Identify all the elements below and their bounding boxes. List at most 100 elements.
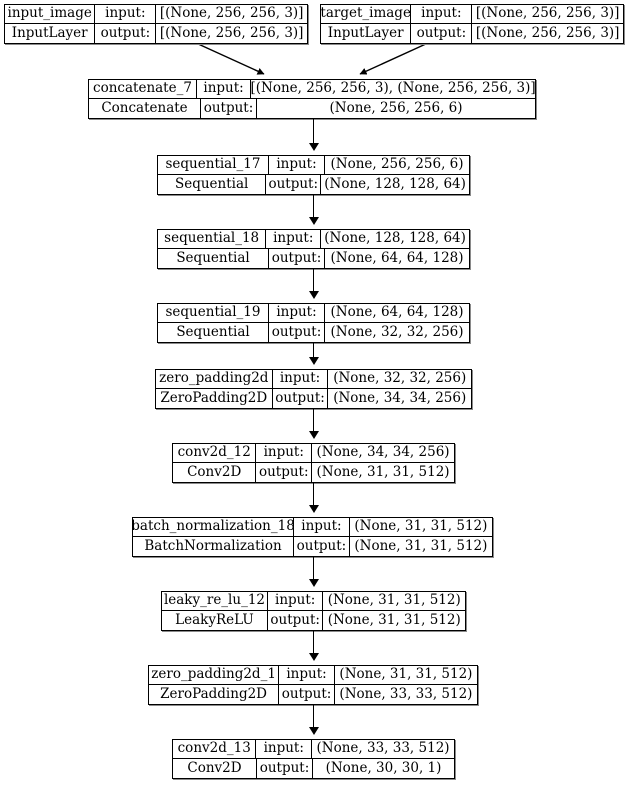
input-shape-value: (None, 64, 64, 128) [330,304,464,321]
edge-target_image-concatenate_7 [359,42,429,75]
layer-class-name: Sequential [158,175,267,194]
input-shape-value: [(None, 256, 256, 3)] [159,5,304,22]
input-label: input: [273,370,329,388]
layer-class-name: BatchNormalization [133,537,295,556]
output-label: output: [273,389,329,408]
input-shape-value: (None, 31, 31, 512) [327,592,461,609]
input-shape-value: (None, 34, 34, 256) [316,444,450,461]
layer-name: sequential_19 [158,304,269,322]
edge-concatenate_7-sequential_17 [313,118,314,144]
output-shape-value: (None, 30, 30, 1) [325,759,442,776]
input-label: input: [269,304,325,322]
layer-class-name: Concatenate [89,99,201,118]
output-shape-value: (None, 128, 128, 64) [324,175,466,192]
layer-class-name: InputLayer [321,24,412,43]
edge-sequential_19-zero_padding2d-arrowhead [308,357,319,365]
input-label: input: [266,230,322,248]
layer-name: sequential_18 [158,230,267,248]
output-label: output: [279,685,335,704]
input-label: input: [95,5,157,23]
output-shape-value: [(None, 256, 256, 3)] [159,24,304,41]
layer-class-name: Conv2D [173,463,257,482]
output-label: output: [269,249,325,268]
layer-name: batch_normalization_18 [133,518,295,536]
layer-class-name: Sequential [158,249,269,268]
input-label: input: [256,740,313,758]
input-shape-value: (None, 256, 256, 6) [330,156,464,173]
output-shape-value: (None, 31, 31, 512) [316,463,450,480]
output-label: output: [269,323,325,342]
output-shape-value: (None, 64, 64, 128) [330,249,464,266]
layer-name: zero_padding2d_1 [149,666,280,684]
edge-zero_padding2d_1-conv2d_13 [313,704,314,728]
output-label: output: [95,24,157,43]
output-label: output: [294,537,350,556]
output-shape-value: (None, 32, 32, 256) [330,323,464,340]
output-label: output: [256,463,313,482]
input-label: input: [279,666,335,684]
edge-sequential_17-sequential_18 [313,194,314,218]
edge-leaky_re_lu_12-zero_padding2d_1-arrowhead [308,653,319,661]
layer-class-name: Sequential [158,323,269,342]
layer-class-name: ZeroPadding2D [156,389,273,408]
output-label: output: [266,175,322,194]
layer-class-name: InputLayer [5,24,96,43]
edge-batch_normalization_18-leaky_re_lu_12-arrowhead [308,579,319,587]
edge-sequential_17-sequential_18-arrowhead [308,217,319,225]
edge-zero_padding2d_1-conv2d_13-arrowhead [308,727,319,735]
input-shape-value: (None, 31, 31, 512) [354,518,488,535]
output-shape-value: (None, 31, 31, 512) [354,537,488,554]
edge-input_image-concatenate_7 [195,42,265,75]
layer-class-name: LeakyReLU [162,611,268,630]
output-shape-value: [(None, 256, 256, 3)] [475,24,620,41]
layer-name: leaky_re_lu_12 [162,592,268,610]
input-label: input: [197,80,252,98]
output-label: output: [201,99,257,118]
output-label: output: [268,611,324,630]
layer-class-name: Conv2D [173,759,257,778]
layer-name: input_image [5,5,96,23]
edge-conv2d_12-batch_normalization_18 [313,482,314,506]
input-shape-value: (None, 32, 32, 256) [333,370,467,387]
input-label: input: [269,156,325,174]
output-shape-value: (None, 31, 31, 512) [327,611,461,628]
layer-class-name: ZeroPadding2D [149,685,280,704]
input-shape-value: [(None, 256, 256, 3), (None, 256, 256, 3… [251,80,535,97]
output-shape-value: (None, 34, 34, 256) [333,389,467,406]
edge-concatenate_7-sequential_17-arrowhead [308,143,319,151]
layer-name: sequential_17 [158,156,269,174]
output-label: output: [411,24,473,43]
output-label: output: [257,759,313,778]
layer-name: conv2d_12 [173,444,257,462]
output-shape-value: (None, 256, 256, 6) [329,99,463,116]
input-shape-value: (None, 33, 33, 512) [316,740,450,757]
